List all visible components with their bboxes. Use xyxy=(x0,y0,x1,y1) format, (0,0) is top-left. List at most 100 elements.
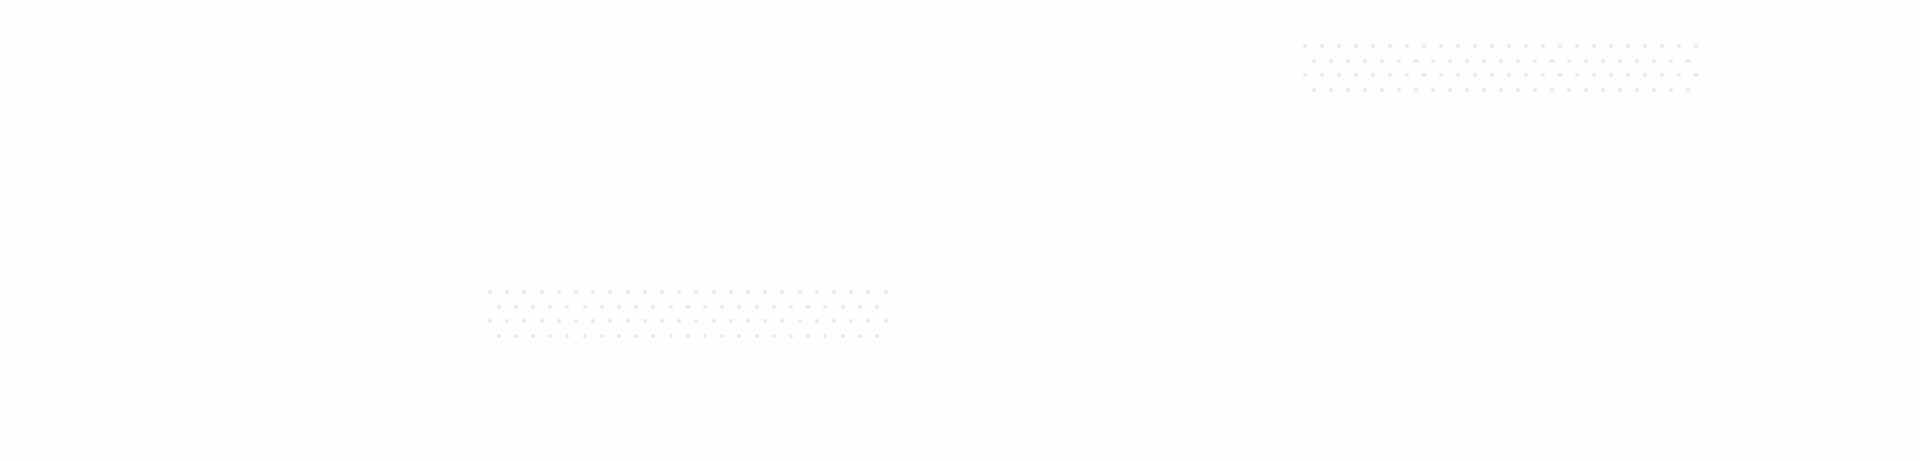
pattern-dot xyxy=(728,290,733,294)
pattern-dot xyxy=(522,319,527,323)
pattern-dot xyxy=(1413,87,1418,92)
pattern-dot xyxy=(660,290,664,294)
pattern-dot xyxy=(1524,73,1528,77)
pattern-dot xyxy=(565,333,570,338)
pattern-dot xyxy=(608,290,613,294)
pattern-dot xyxy=(1320,44,1324,48)
pattern-dot xyxy=(1685,87,1690,92)
pattern-dot xyxy=(1677,73,1681,77)
pattern-dot xyxy=(1439,73,1443,77)
pattern-dot xyxy=(582,304,587,309)
pattern-dot xyxy=(488,319,492,323)
pattern-dot xyxy=(582,333,587,338)
pattern-dot xyxy=(1660,44,1664,48)
pattern-dot xyxy=(685,304,690,309)
pattern-dot xyxy=(591,290,596,294)
pattern-dot xyxy=(1660,73,1664,77)
pattern-dot xyxy=(1456,73,1460,77)
pattern-dot xyxy=(720,333,725,338)
pattern-dot xyxy=(1600,58,1605,63)
pattern-dot xyxy=(1473,73,1477,77)
pattern-dot xyxy=(728,319,733,323)
pattern-dot xyxy=(797,319,802,323)
pattern-dot xyxy=(814,319,819,323)
pattern-dot xyxy=(617,304,621,309)
pattern-dot xyxy=(1303,73,1307,77)
pattern-dot xyxy=(1685,58,1690,63)
pattern-dot xyxy=(617,333,621,338)
pattern-dot xyxy=(1311,58,1316,63)
pattern-dot xyxy=(1362,58,1367,63)
pattern-dot xyxy=(1379,58,1384,63)
pattern-dot xyxy=(1609,73,1613,77)
pattern-dot xyxy=(1388,73,1392,77)
pattern-dot xyxy=(1575,44,1579,48)
pattern-dot xyxy=(883,319,888,323)
pattern-dot xyxy=(574,319,578,323)
pattern-dot xyxy=(1541,44,1545,48)
pattern-dot xyxy=(1464,87,1469,92)
pattern-dot xyxy=(711,290,716,294)
pattern-dot xyxy=(1413,58,1418,63)
pattern-dot xyxy=(496,304,501,309)
pattern-dot xyxy=(1626,73,1630,77)
pattern-dot xyxy=(1405,44,1409,48)
pattern-dot xyxy=(1558,44,1562,48)
pattern-dot xyxy=(832,290,836,294)
pattern-dot xyxy=(591,319,596,323)
pattern-dot xyxy=(556,319,561,323)
pattern-dot xyxy=(677,319,682,323)
pattern-dot xyxy=(531,304,535,309)
pattern-dot xyxy=(1575,73,1579,77)
pattern-dot xyxy=(1473,44,1477,48)
pattern-dot xyxy=(1592,73,1596,77)
pattern-dot xyxy=(1345,58,1350,63)
pattern-dot xyxy=(1303,44,1307,48)
pattern-dot xyxy=(771,333,776,338)
pattern-dot xyxy=(746,290,750,294)
pattern-dot xyxy=(1371,44,1375,48)
pattern-dot xyxy=(1549,58,1554,63)
pattern-dot xyxy=(513,304,518,309)
pattern-dot xyxy=(1668,87,1673,92)
dot-pattern-top xyxy=(1303,44,1703,100)
pattern-dot xyxy=(780,290,785,294)
pattern-dot xyxy=(1600,87,1605,92)
pattern-dot xyxy=(1583,87,1588,92)
pattern-dot xyxy=(1320,73,1324,77)
pattern-dot xyxy=(1405,73,1409,77)
pattern-dot xyxy=(1609,44,1613,48)
pattern-dot xyxy=(1490,73,1494,77)
pattern-dot xyxy=(1388,44,1392,48)
pattern-dot xyxy=(832,319,836,323)
pattern-dot xyxy=(806,304,811,309)
pattern-dot xyxy=(548,304,553,309)
pattern-dot xyxy=(625,290,630,294)
pattern-dot xyxy=(599,304,604,309)
pattern-dot xyxy=(1566,87,1571,92)
pattern-dot xyxy=(1396,58,1401,63)
pattern-dot xyxy=(1422,44,1426,48)
pattern-dot xyxy=(608,319,613,323)
pattern-dot xyxy=(806,333,811,338)
pattern-dot xyxy=(1524,44,1528,48)
pattern-dot xyxy=(703,333,707,338)
pattern-dot xyxy=(1541,73,1545,77)
pattern-dot xyxy=(737,304,742,309)
pattern-dot xyxy=(823,333,828,338)
pattern-dot xyxy=(505,319,510,323)
pattern-dot xyxy=(1430,87,1435,92)
pattern-dot xyxy=(1626,44,1630,48)
pattern-dot xyxy=(539,319,544,323)
pattern-dot xyxy=(711,319,716,323)
pattern-dot xyxy=(1456,44,1460,48)
pattern-dot xyxy=(1328,58,1333,63)
pattern-dot xyxy=(574,290,578,294)
pattern-dot xyxy=(1668,58,1673,63)
pattern-dot xyxy=(780,319,785,323)
pattern-dot xyxy=(1345,87,1350,92)
pattern-dot xyxy=(651,333,656,338)
pattern-dot xyxy=(1422,73,1426,77)
pattern-dot xyxy=(1379,87,1384,92)
pattern-dot xyxy=(1396,87,1401,92)
